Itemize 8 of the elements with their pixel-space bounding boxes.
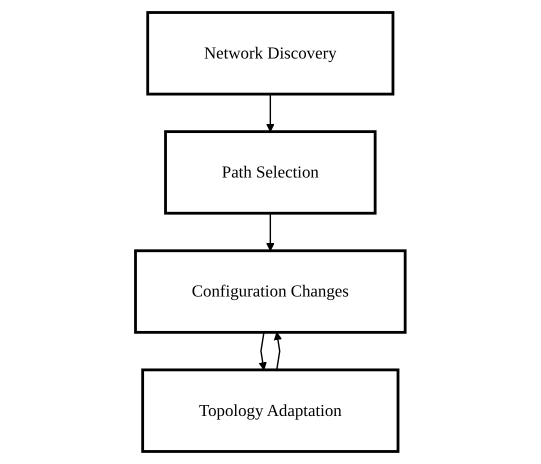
node-box: Configuration Changes bbox=[134, 249, 407, 334]
node-box: Path Selection bbox=[164, 130, 377, 215]
arrow bbox=[258, 332, 267, 370]
node-box: Topology Adaptation bbox=[141, 368, 400, 453]
arrow bbox=[266, 94, 275, 132]
arrow bbox=[274, 332, 282, 370]
arrow bbox=[266, 213, 275, 252]
node-box: Network Discovery bbox=[146, 11, 395, 96]
